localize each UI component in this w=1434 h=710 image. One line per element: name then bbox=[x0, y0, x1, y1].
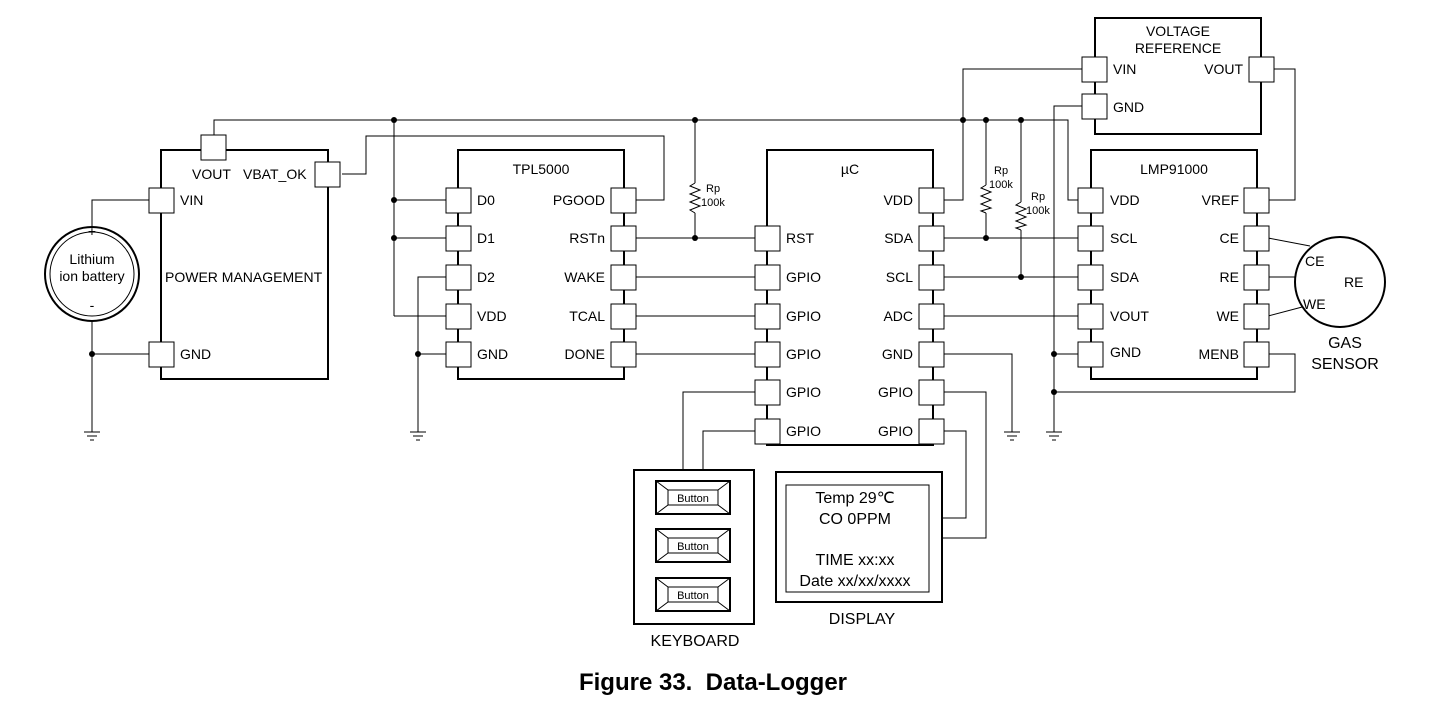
uc-pin-gpio: GPIO bbox=[786, 384, 821, 400]
tpl-pin-gnd: GND bbox=[477, 346, 508, 362]
pin-vbat-ok: VBAT_OK bbox=[243, 166, 307, 182]
gas-sensor-pin-ce: CE bbox=[1305, 253, 1324, 269]
lmp-pin-vref: VREF bbox=[1202, 192, 1239, 208]
keyboard-button: Button bbox=[655, 480, 731, 515]
tpl-pin-tcal: TCAL bbox=[569, 308, 605, 324]
lmp-pin-re: RE bbox=[1220, 269, 1239, 285]
resistor-value: 100k bbox=[1026, 205, 1050, 217]
keyboard-button-label: Button bbox=[677, 590, 709, 602]
display-line-time: TIME xx:xx bbox=[815, 552, 894, 569]
uc-pin-scl: SCL bbox=[886, 269, 913, 285]
uc-pin-vdd: VDD bbox=[883, 192, 913, 208]
tpl5000-title: TPL5000 bbox=[513, 161, 570, 177]
resistor-value: 100k bbox=[989, 179, 1013, 191]
lmp-pin-menb: MENB bbox=[1199, 346, 1239, 362]
uc-pin-gpio: GPIO bbox=[786, 269, 821, 285]
keyboard-button: Button bbox=[655, 528, 731, 563]
resistor-name: Rp bbox=[994, 165, 1008, 177]
figure-caption: Figure 33. Data-Logger bbox=[579, 669, 847, 696]
uc-pin-gpio: GPIO bbox=[878, 423, 913, 439]
uc-pin-adc: ADC bbox=[883, 308, 913, 324]
vref-pin-vout: VOUT bbox=[1204, 61, 1243, 77]
tpl-pin-d1: D1 bbox=[477, 230, 495, 246]
battery-plus: + bbox=[88, 223, 96, 239]
lmp91000-block: LMP91000 VDD SCL SDA VOUT GND VREF CE RE… bbox=[1077, 149, 1270, 380]
uc-pin-gpio: GPIO bbox=[786, 423, 821, 439]
battery-label-line2: ion battery bbox=[59, 268, 124, 284]
pin-gnd: GND bbox=[180, 346, 211, 362]
display-label: DISPLAY bbox=[829, 611, 896, 628]
resistor-sda: Rp 100k bbox=[979, 165, 1013, 214]
vref-title-line2: REFERENCE bbox=[1135, 40, 1221, 56]
keyboard-button: Button bbox=[655, 577, 731, 612]
display-block: Temp 29℃ CO 0PPM TIME xx:xx Date xx/xx/x… bbox=[775, 471, 943, 628]
tpl-pin-done: DONE bbox=[565, 346, 605, 362]
lmp-pin-we: WE bbox=[1216, 308, 1239, 324]
tpl5000-block: TPL5000 D0 D1 D2 VDD GND PGOOD RSTn WAKE… bbox=[445, 149, 637, 380]
keyboard-button-label: Button bbox=[677, 493, 709, 505]
vref-pin-gnd: GND bbox=[1113, 99, 1144, 115]
keyboard-label: KEYBOARD bbox=[651, 633, 740, 650]
keyboard-button-label: Button bbox=[677, 541, 709, 553]
display-line-temp: Temp 29℃ bbox=[815, 490, 894, 507]
lmp-title: LMP91000 bbox=[1140, 161, 1208, 177]
junction-dots bbox=[89, 117, 1057, 395]
microcontroller-block: µC RST GPIO GPIO GPIO GPIO GPIO VDD SDA … bbox=[754, 149, 945, 446]
ground-symbols bbox=[84, 431, 1062, 441]
tpl-pin-wake: WAKE bbox=[564, 269, 605, 285]
lmp-pin-gnd: GND bbox=[1110, 344, 1141, 360]
keyboard-block: Button Button Button KEYBOARD bbox=[633, 469, 755, 650]
uc-pin-sda: SDA bbox=[884, 230, 913, 246]
ground-icon bbox=[1004, 431, 1020, 441]
battery-label-line1: Lithium bbox=[69, 251, 114, 267]
vref-title-line1: VOLTAGE bbox=[1146, 23, 1210, 39]
uc-pin-gpio: GPIO bbox=[786, 346, 821, 362]
resistor-value: 100k bbox=[701, 197, 725, 209]
uc-pin-gnd: GND bbox=[882, 346, 913, 362]
resistor-name: Rp bbox=[706, 183, 720, 195]
uc-pin-rst: RST bbox=[786, 230, 814, 246]
lmp-pin-vout: VOUT bbox=[1110, 308, 1149, 324]
ground-icon bbox=[410, 431, 426, 441]
tpl-pin-d0: D0 bbox=[477, 192, 495, 208]
lmp-pin-ce: CE bbox=[1220, 230, 1239, 246]
uc-pin-gpio: GPIO bbox=[878, 384, 913, 400]
tpl-pin-pgood: PGOOD bbox=[553, 192, 605, 208]
lmp-pin-vdd: VDD bbox=[1110, 192, 1140, 208]
lmp-pin-sda: SDA bbox=[1110, 269, 1139, 285]
resistor-rst: Rp 100k bbox=[688, 182, 725, 214]
power-management-block: POWER MANAGEMENT VOUT VBAT_OK VIN GND bbox=[148, 134, 341, 380]
display-line-date: Date xx/xx/xxxx bbox=[799, 573, 910, 590]
display-line-co: CO 0PPM bbox=[819, 511, 891, 528]
gas-sensor-pin-re: RE bbox=[1344, 274, 1363, 290]
gas-sensor-pin-we: WE bbox=[1303, 296, 1326, 312]
uc-pin-gpio: GPIO bbox=[786, 308, 821, 324]
gas-sensor: CE RE WE GAS SENSOR bbox=[1294, 236, 1386, 373]
resistor-scl: Rp 100k bbox=[1014, 191, 1050, 231]
ground-icon bbox=[84, 431, 100, 441]
tpl-pin-rstn: RSTn bbox=[569, 230, 605, 246]
tpl-pin-vdd: VDD bbox=[477, 308, 507, 324]
pin-vin: VIN bbox=[180, 192, 203, 208]
gas-sensor-label-line1: GAS bbox=[1328, 335, 1362, 352]
battery-minus: - bbox=[90, 297, 95, 313]
uc-title: µC bbox=[841, 161, 859, 177]
ground-icon bbox=[1046, 431, 1062, 441]
voltage-reference-block: VOLTAGE REFERENCE VIN VOUT GND bbox=[1081, 17, 1275, 135]
lmp-pin-scl: SCL bbox=[1110, 230, 1137, 246]
tpl-pin-d2: D2 bbox=[477, 269, 495, 285]
lithium-battery: + Lithium ion battery - bbox=[44, 223, 140, 322]
pin-vout: VOUT bbox=[192, 166, 231, 182]
gas-sensor-label-line2: SENSOR bbox=[1311, 356, 1379, 373]
vref-pin-vin: VIN bbox=[1113, 61, 1136, 77]
power-management-title: POWER MANAGEMENT bbox=[165, 269, 323, 285]
resistor-name: Rp bbox=[1031, 191, 1045, 203]
